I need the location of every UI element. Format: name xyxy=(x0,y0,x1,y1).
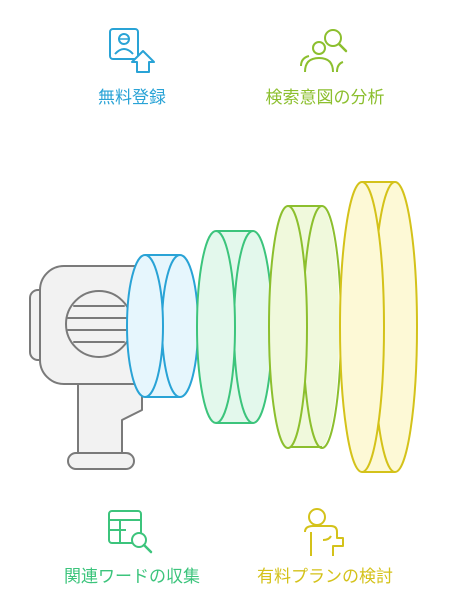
table-search-icon xyxy=(108,510,153,554)
ring-free-signup xyxy=(126,254,199,398)
user-think-icon xyxy=(304,508,344,556)
label-free-signup: 無料登録 xyxy=(98,88,166,108)
label-search-intent: 検索意図の分析 xyxy=(265,88,385,108)
user-upload-icon xyxy=(109,28,155,73)
label-paid-plan: 有料プランの検討 xyxy=(257,567,393,587)
ring-paid-plan xyxy=(339,181,418,473)
speaker-grille xyxy=(65,290,133,358)
megaphone-handle xyxy=(67,379,143,470)
label-related-words: 関連ワードの収集 xyxy=(64,567,200,587)
user-search-icon xyxy=(300,29,348,73)
ring-search-intent xyxy=(268,205,342,449)
ring-related-words xyxy=(196,230,273,424)
